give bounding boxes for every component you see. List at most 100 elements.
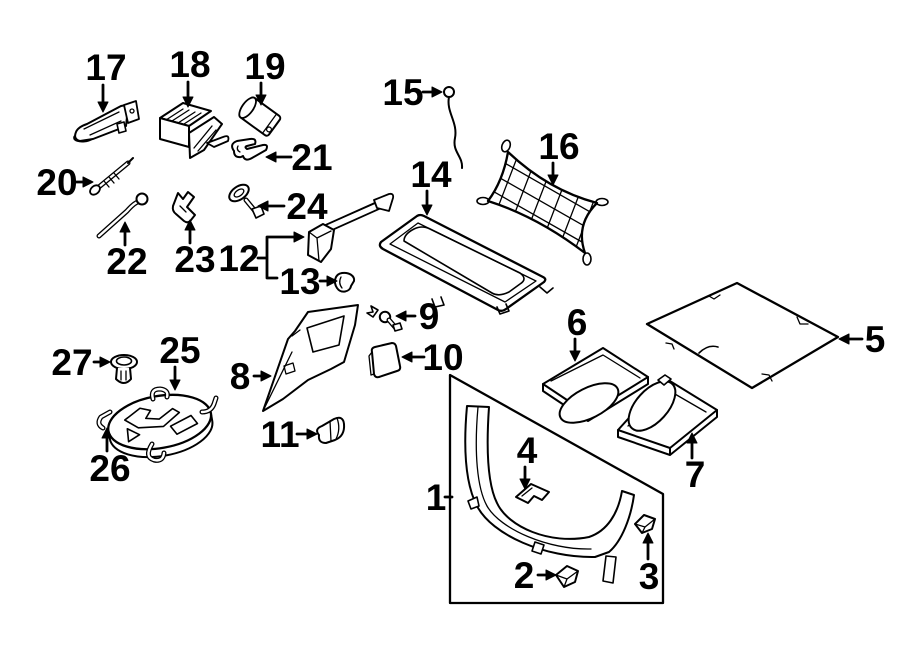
rail-flag [373, 192, 395, 212]
callout-19: 19 [244, 46, 286, 106]
callout-15-number[interactable]: 15 [382, 72, 423, 113]
part-drawing-jack [73, 100, 140, 143]
callout-27-number[interactable]: 27 [51, 342, 92, 383]
callout-2-number[interactable]: 2 [514, 555, 535, 596]
strap-left-inner [97, 410, 112, 430]
strap-top-inner [151, 387, 169, 401]
callout-14-arrowhead [421, 204, 433, 216]
mat-crease [698, 345, 719, 354]
mat-notches [665, 294, 809, 382]
callout-22-number[interactable]: 22 [106, 241, 147, 282]
callout-1-number[interactable]: 1 [426, 477, 447, 518]
part-drawing-screw-9 [366, 305, 403, 332]
tray6-rim [550, 354, 641, 382]
net-corner-loop-r [595, 197, 609, 207]
rail-ridge [320, 201, 379, 228]
callout-12: 12 [218, 231, 305, 280]
part-drawing-cargo-net [476, 139, 609, 266]
part-drawing-tool-case [159, 102, 230, 159]
mat-outline [645, 281, 840, 390]
part-drawing-clip-13 [333, 271, 356, 293]
part-drawing-cord [443, 86, 464, 169]
cord-loop [443, 86, 455, 98]
canister-line [262, 114, 277, 134]
sill-trim-tab-left [467, 496, 480, 510]
callout-5-number[interactable]: 5 [865, 319, 886, 360]
net-corner-loop-l [476, 196, 490, 206]
callout-13-arrowhead [326, 275, 338, 287]
callout-3-number[interactable]: 3 [639, 556, 660, 597]
callout-18: 18 [169, 44, 211, 108]
callout-26-number[interactable]: 26 [89, 448, 130, 489]
clip2-detail [555, 570, 579, 588]
callout-7-number[interactable]: 7 [685, 454, 706, 495]
panel8-pocket [283, 362, 296, 375]
canister-port [265, 126, 273, 133]
callout-26-arrowhead [101, 427, 113, 439]
callout-22: 22 [106, 221, 148, 282]
callout-21-number[interactable]: 21 [291, 137, 332, 178]
bit-head-inner [233, 188, 245, 198]
clip2-outline [555, 565, 579, 588]
callout-17-arrowhead [97, 101, 109, 113]
callout-15: 15 [382, 72, 443, 113]
callout-6-arrowhead [569, 350, 581, 362]
callout-25-arrowhead [169, 379, 181, 391]
part-drawing-access-cover [368, 342, 402, 379]
callout-9-number[interactable]: 9 [419, 296, 440, 337]
callout-4-number[interactable]: 4 [517, 430, 538, 471]
foam-recess-3 [126, 427, 141, 443]
callout-9: 9 [395, 296, 440, 337]
clip23-outline [171, 191, 196, 224]
strap-right-inner [200, 396, 218, 414]
jack-foot [116, 121, 127, 134]
callout-16-number[interactable]: 16 [538, 126, 579, 167]
case-latch [206, 135, 230, 148]
callout-11-number[interactable]: 11 [260, 414, 299, 455]
panel8-window [306, 315, 345, 353]
net-corner-loop-tl [500, 139, 512, 153]
callout-7: 7 [685, 432, 706, 495]
callout-23-number[interactable]: 23 [174, 239, 215, 280]
rail-end-block [307, 223, 335, 263]
cover10-outline [370, 342, 402, 379]
part-drawing-foam-tray-right [617, 374, 718, 456]
callout-10-number[interactable]: 10 [422, 337, 463, 378]
callout-14-number[interactable]: 14 [410, 154, 452, 195]
callout-13-number[interactable]: 13 [279, 261, 320, 302]
callout-26: 26 [89, 427, 131, 489]
callout-3-arrowhead [642, 532, 654, 544]
callout-5-arrowhead [838, 333, 850, 345]
case-flap [188, 116, 223, 159]
callout-16-arrowhead [547, 174, 559, 186]
callout-24-arrowhead [257, 200, 269, 212]
callout-20-number[interactable]: 20 [36, 162, 77, 203]
jack-end-plate [123, 100, 140, 124]
callout-6: 6 [567, 302, 588, 362]
callout-11: 11 [260, 414, 318, 455]
callout-24-number[interactable]: 24 [286, 186, 328, 227]
callout-8-number[interactable]: 8 [230, 356, 251, 397]
grommet-threads [120, 370, 127, 381]
callout-6-number[interactable]: 6 [567, 302, 588, 343]
callout-21: 21 [265, 137, 333, 178]
net-corner-loop-b [582, 252, 592, 266]
clip3-detail [634, 518, 656, 534]
rail-block-edges [308, 230, 332, 262]
callout-19-number[interactable]: 19 [244, 46, 285, 87]
wrench-eye [135, 192, 149, 206]
hook-outline [231, 137, 268, 161]
sill-trim-channel [475, 406, 592, 550]
shelf-outline [378, 213, 547, 312]
part-drawing-tray-rail [307, 192, 395, 263]
callout-19-arrowhead [255, 94, 267, 106]
hook-detail [236, 145, 241, 153]
callout-25-number[interactable]: 25 [159, 330, 200, 371]
callout-5: 5 [838, 319, 886, 360]
callout-16: 16 [538, 126, 580, 186]
callout-12-number[interactable]: 12 [218, 238, 259, 279]
callout-20-arrowhead [82, 176, 94, 188]
callout-18-number[interactable]: 18 [169, 44, 210, 85]
rod-ribs [103, 172, 120, 188]
callout-17-number[interactable]: 17 [85, 47, 126, 88]
